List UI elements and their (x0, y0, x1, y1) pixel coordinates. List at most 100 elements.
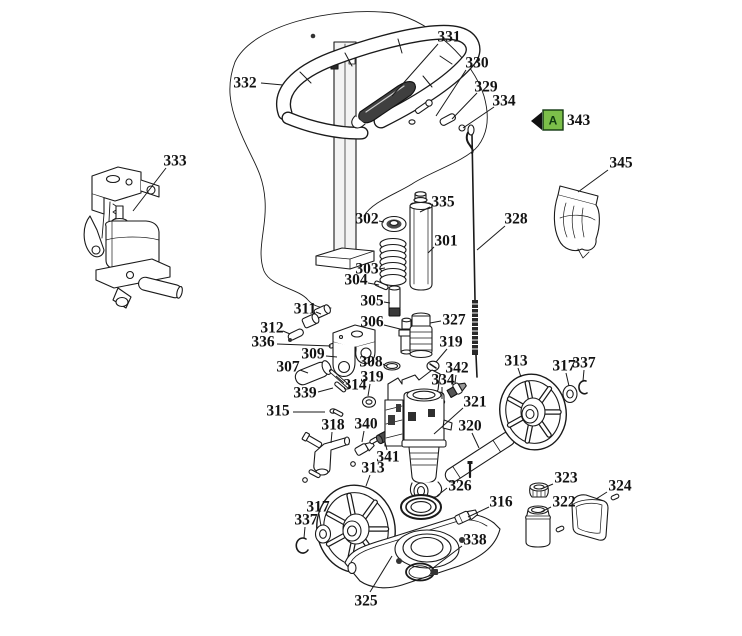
leader-line (540, 506, 552, 513)
view-ref-badge[interactable]: A 343 (531, 109, 591, 131)
spring-drawing (379, 237, 407, 287)
part-number-label: 321 (463, 394, 486, 411)
leader-line (462, 106, 495, 129)
brake-lever-drawing (351, 80, 474, 154)
part-number-label: 303 (355, 261, 379, 278)
leader-line (451, 92, 478, 120)
part-number-label: 312 (260, 320, 284, 337)
axle-drawing (444, 431, 516, 483)
leader-line (303, 526, 306, 539)
part-number-label: 308 (359, 354, 383, 371)
part-number-label: 314 (343, 377, 367, 394)
part-number-label: 309 (301, 346, 325, 363)
leader-line (335, 375, 345, 384)
ref-badge-part-number: 343 (567, 112, 591, 129)
part-number-label: 318 (321, 417, 345, 434)
leader-line (299, 369, 309, 374)
part-number-label: 333 (163, 153, 187, 170)
leader-line (378, 267, 386, 270)
left-arrow-icon (531, 112, 542, 130)
leader-line (433, 407, 464, 435)
part-number-label: 323 (554, 470, 578, 487)
part-number-label: 334 (492, 93, 516, 110)
part-number-label: 307 (276, 359, 300, 376)
leader-line (435, 348, 448, 363)
bearing-ring-drawing (400, 494, 442, 520)
leader-line (467, 506, 490, 518)
leader-line (565, 372, 570, 387)
leader-line (582, 369, 585, 382)
leader-line (367, 383, 371, 397)
leader-line (384, 441, 388, 451)
part-number-label: 336 (251, 334, 275, 351)
part-number-label: 341 (376, 449, 399, 466)
leader-line (517, 367, 522, 378)
leader-line (471, 432, 480, 449)
leader-line (382, 363, 387, 367)
leader-line (361, 430, 365, 443)
piston-327-drawing (409, 312, 433, 359)
leader-line (391, 43, 439, 97)
part-number-label: 306 (360, 314, 384, 331)
part-number-label: 339 (293, 385, 317, 402)
leader-line (429, 320, 442, 324)
tiller-mast-drawing (315, 41, 375, 270)
part-number-label: 319 (439, 334, 463, 351)
leader-line (383, 301, 391, 304)
reservoir-parts-drawing (525, 482, 620, 548)
leader-line (540, 483, 554, 490)
pump-body-drawing (384, 369, 453, 500)
ref-badge-box (542, 109, 564, 131)
part-number-label: 305 (360, 293, 384, 310)
part-number-label: 316 (489, 494, 513, 511)
ref-badge-letter: A (549, 114, 558, 128)
leader-line (367, 282, 380, 286)
part-number-label: 337 (294, 512, 318, 529)
leader-line (454, 374, 457, 384)
part-number-label: 327 (442, 312, 466, 329)
leader-line (476, 225, 506, 251)
handle-loop-drawing (276, 24, 481, 140)
leader-line (436, 487, 448, 497)
leader-line (260, 82, 284, 86)
cylinder-301-drawing (409, 191, 433, 291)
part-number-label: 317 (306, 499, 330, 516)
part-number-label: 324 (608, 478, 632, 495)
part-number-label: 342 (445, 360, 469, 377)
leader-line (282, 330, 291, 335)
adjuster-rod-drawing (467, 124, 479, 378)
part-number-label: 317 (552, 358, 576, 375)
leader-line (577, 169, 609, 193)
part-number-label: 340 (354, 416, 378, 433)
frame-outline-curve (229, 11, 488, 309)
rod-305-drawing (374, 280, 401, 317)
leader-line (383, 324, 405, 331)
part-number-label: 329 (474, 79, 498, 96)
part-number-label: 325 (354, 593, 378, 610)
leader-line (432, 545, 463, 569)
part-number-label: 331 (437, 29, 460, 46)
leader-line (315, 311, 322, 315)
leader-line (318, 513, 322, 527)
leader-line (369, 555, 393, 593)
part-number-label: 311 (294, 301, 316, 318)
part-number-label: 330 (465, 55, 489, 72)
leader-line (427, 246, 435, 254)
part-number-label: 335 (431, 194, 455, 211)
part-number-label: 313 (361, 460, 385, 477)
pump-unit-drawing (83, 166, 183, 309)
part-number-label: 319 (360, 369, 384, 386)
seal-rings-drawing (361, 360, 440, 408)
part-number-label: 337 (572, 355, 596, 372)
part-number-label: 332 (233, 75, 257, 92)
part-number-label: 313 (504, 353, 528, 370)
part-number-label: 345 (609, 155, 633, 172)
steer-wheel-right-drawing (499, 373, 588, 451)
leader-line (419, 206, 431, 213)
leader-line (330, 431, 333, 444)
part-number-label: 328 (504, 211, 528, 228)
leader-line (365, 474, 371, 487)
